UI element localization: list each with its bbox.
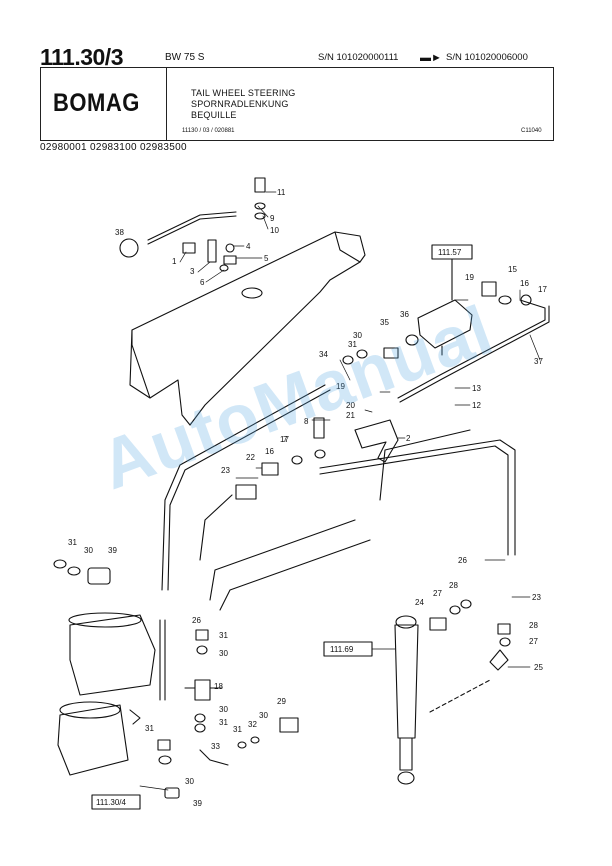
callout-39-2: 39 (193, 799, 202, 808)
bomag-logo: BOMAG (53, 88, 140, 117)
serial-to: S/N 101020006000 (446, 52, 528, 63)
callout-20: 20 (346, 401, 355, 410)
callout-31-4: 31 (219, 718, 228, 727)
bracket-2 (354, 419, 399, 463)
callout-1: 1 (172, 257, 177, 266)
steering-rod (147, 211, 237, 241)
callout-15: 15 (508, 265, 517, 274)
hose-33 (199, 749, 229, 766)
bolt-11 (254, 177, 266, 193)
drawing-code: C11040 (521, 128, 542, 134)
block-1 (182, 242, 196, 254)
callout-31-6: 31 (145, 724, 154, 733)
callout-35: 35 (380, 318, 389, 327)
serial-arrow-icon: ▬► (420, 52, 442, 64)
callout-16-2: 16 (265, 447, 274, 456)
logo-box: BOMAG (41, 68, 167, 140)
callout-18: 18 (214, 682, 223, 691)
callout-6: 6 (200, 278, 205, 287)
callout-19: 19 (465, 273, 474, 282)
callout-31-3: 31 (219, 631, 228, 640)
callout-29: 29 (277, 697, 286, 706)
callout-13: 13 (472, 384, 481, 393)
title-english: TAIL WHEEL STEERING (191, 88, 296, 98)
part-numbers: 02980001 02983100 02983500 (40, 142, 187, 153)
clamp-3 (207, 239, 217, 263)
callout-12: 12 (472, 401, 481, 410)
callout-28-2: 28 (529, 621, 538, 630)
callout-11: 11 (277, 188, 286, 197)
elbow-25 (489, 649, 509, 671)
ref-label-111-30-4: 111.30/4 (96, 798, 127, 807)
callout-23-2: 23 (532, 593, 541, 602)
fitting-39 (87, 567, 111, 585)
callout-27: 27 (433, 589, 442, 598)
callout-9: 9 (270, 214, 275, 223)
filter-canister (69, 614, 156, 696)
callout-19-2: 19 (336, 382, 345, 391)
callout-30-3: 30 (219, 649, 228, 658)
callout-28: 28 (449, 581, 458, 590)
callout-4: 4 (246, 242, 251, 251)
callout-21: 21 (346, 411, 355, 420)
ref-label-111-69: 111.69 (330, 645, 354, 654)
callout-17-2: 17 (280, 435, 289, 444)
callout-31-5: 31 (233, 725, 242, 734)
reference-code: 11130 / 03 / 020881 (182, 128, 235, 134)
ref-box-111-30-4 (91, 794, 141, 810)
steering-cylinder (394, 624, 419, 739)
tee-fitting-18 (184, 679, 223, 701)
callout-30-5: 30 (259, 711, 268, 720)
ref-label-111-57: 111.57 (438, 248, 462, 257)
callout-2: 2 (406, 434, 411, 443)
callout-24: 24 (415, 598, 424, 607)
callout-27-2: 27 (529, 637, 538, 646)
callout-30-4: 30 (219, 705, 228, 714)
callout-26: 26 (458, 556, 467, 565)
callout-30: 30 (353, 331, 362, 340)
title-block: BOMAG TAIL WHEEL STEERING SPORNRADLENKUN… (40, 67, 554, 141)
callout-7: 7 (283, 435, 288, 444)
callout-36: 36 (400, 310, 409, 319)
callout-32: 32 (248, 720, 257, 729)
frame-bracket (129, 231, 366, 426)
callout-10: 10 (270, 226, 279, 235)
ref-box-111-69 (323, 641, 373, 657)
callout-34: 34 (319, 350, 328, 359)
callout-16: 16 (520, 279, 529, 288)
callout-23: 23 (221, 466, 230, 475)
model-label: BW 75 S (165, 52, 205, 63)
callout-31-2: 31 (68, 538, 77, 547)
callout-33: 33 (211, 742, 220, 751)
title-french: BEQUILLE (191, 110, 237, 120)
serial-from: S/N 101020000111 (318, 52, 399, 63)
callout-26-2: 26 (192, 616, 201, 625)
o-ring-38 (119, 238, 139, 258)
callout-8: 8 (304, 417, 309, 426)
callout-39: 39 (108, 546, 117, 555)
callout-3: 3 (190, 267, 195, 276)
tank (57, 704, 129, 776)
callout-38: 38 (115, 228, 124, 237)
page-number: 111.30/3 (40, 44, 124, 70)
callout-30-6: 30 (185, 777, 194, 786)
callout-22: 22 (246, 453, 255, 462)
title-german: SPORNRADLENKUNG (191, 99, 289, 109)
callout-5: 5 (264, 254, 269, 263)
pipe-37 (397, 299, 546, 399)
callout-37: 37 (534, 357, 543, 366)
callout-25: 25 (534, 663, 543, 672)
callout-31: 31 (348, 340, 357, 349)
callout-30-2: 30 (84, 546, 93, 555)
callout-17: 17 (538, 285, 547, 294)
hose-line (161, 384, 326, 591)
